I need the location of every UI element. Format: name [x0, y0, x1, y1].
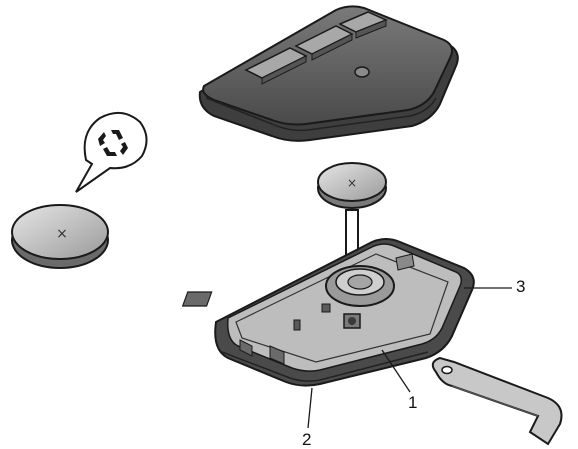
- battery-holder: [325, 265, 395, 307]
- remote-button-1: [244, 47, 308, 85]
- battery-polarity-mark: ×: [347, 176, 357, 190]
- new-battery: ×: [317, 162, 387, 209]
- recycle-bubble: [75, 111, 148, 193]
- tool-hole: [441, 365, 453, 375]
- callout-1: 1: [408, 393, 417, 412]
- led-indicator: [354, 66, 370, 78]
- remote-base: [181, 238, 475, 387]
- callout-2: 2: [302, 430, 311, 449]
- remote-cover: [198, 5, 459, 142]
- remote-button-3: [338, 11, 388, 39]
- callout-3: 3: [516, 277, 525, 296]
- component-block: [181, 291, 213, 307]
- remote-button-2: [294, 25, 354, 61]
- recycle-icon: [97, 127, 129, 159]
- old-battery: ×: [11, 204, 109, 269]
- leader-lines: [307, 287, 512, 429]
- old-battery-polarity-mark: ×: [56, 226, 68, 242]
- pry-tool: [431, 356, 563, 446]
